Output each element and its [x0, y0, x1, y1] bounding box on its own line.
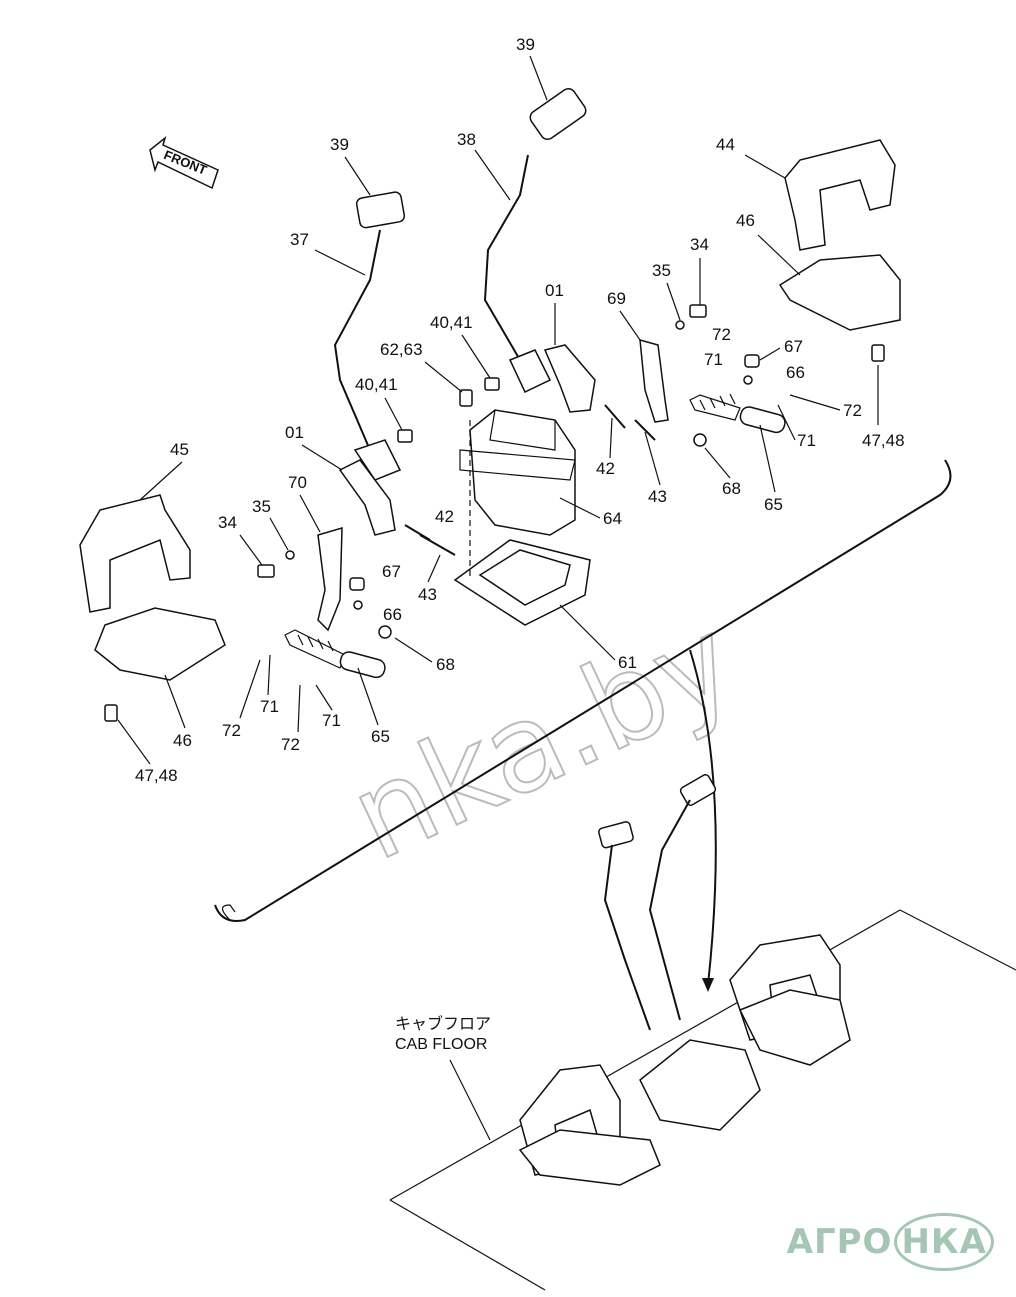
lever-left	[333, 191, 406, 481]
callout-71: 71	[797, 431, 816, 450]
callout-39: 39	[516, 35, 535, 54]
callout-47-48: 47,48	[135, 766, 178, 785]
front-arrow-icon: FRONT	[149, 135, 219, 190]
console-left	[79, 494, 226, 681]
console-right	[778, 139, 901, 331]
callout-72: 72	[222, 721, 241, 740]
pilot-valve	[459, 409, 576, 536]
callout-44: 44	[716, 135, 735, 154]
callout-40-41: 40,41	[355, 375, 398, 394]
callout-39: 39	[330, 135, 349, 154]
callout-43: 43	[648, 487, 667, 506]
callout-69: 69	[607, 289, 626, 308]
callout-68: 68	[436, 655, 455, 674]
bracket-01-right	[543, 344, 596, 413]
callout-71: 71	[322, 711, 341, 730]
bracket-69	[639, 338, 669, 423]
callout-34: 34	[218, 513, 237, 532]
callout-71: 71	[704, 350, 723, 369]
logo-circle: НКА	[894, 1213, 994, 1271]
callout-35: 35	[252, 497, 271, 516]
boot-plate-opening	[478, 549, 571, 606]
callout-66: 66	[383, 605, 402, 624]
callout-01: 01	[545, 281, 564, 300]
callout-38: 38	[457, 130, 476, 149]
callout-42: 42	[596, 459, 615, 478]
callout-67: 67	[784, 337, 803, 356]
fasteners	[104, 304, 885, 722]
callout-65: 65	[764, 495, 783, 514]
callout-46: 46	[173, 731, 192, 750]
lever-right	[483, 87, 587, 394]
callout-68: 68	[722, 479, 741, 498]
logo-text-left: АГРО	[786, 1222, 893, 1262]
callout-47-48: 47,48	[862, 431, 905, 450]
callout-01: 01	[285, 423, 304, 442]
callout-40-41: 40,41	[430, 313, 473, 332]
assembly-arrow	[689, 649, 717, 986]
callout-45: 45	[170, 440, 189, 459]
watermark: nka.by	[331, 592, 754, 888]
callout-35: 35	[652, 261, 671, 280]
callouts: 39 39 38 37 44 46 34 35 01 69 40,41 62,6…	[117, 35, 905, 785]
boundary-corner	[221, 904, 236, 921]
callout-72: 72	[843, 401, 862, 420]
callout-71: 71	[260, 697, 279, 716]
exploded-view-boundary	[214, 459, 952, 922]
cab-floor-label-jp: キャブフロア	[395, 1016, 492, 1033]
callout-67: 67	[382, 562, 401, 581]
callout-42: 42	[435, 507, 454, 526]
bracket-70	[317, 526, 343, 632]
assembled-view	[389, 774, 1016, 1291]
callout-37: 37	[290, 230, 309, 249]
callout-65: 65	[371, 727, 390, 746]
spring-linkage-left	[284, 629, 386, 679]
logo-text-right: НКА	[901, 1222, 987, 1262]
callout-72: 72	[712, 325, 731, 344]
spring-linkage-right	[689, 393, 786, 434]
callout-70: 70	[288, 473, 307, 492]
callout-43: 43	[418, 585, 437, 604]
callout-61: 61	[618, 653, 637, 672]
cab-floor-label-en: CAB FLOOR	[395, 1036, 488, 1053]
callout-34: 34	[690, 235, 709, 254]
callout-64: 64	[603, 509, 622, 528]
callout-46: 46	[736, 211, 755, 230]
arrow-head-icon	[702, 978, 714, 992]
callout-72: 72	[281, 735, 300, 754]
callout-62-63: 62,63	[380, 340, 423, 359]
callout-66: 66	[786, 363, 805, 382]
cab-floor-label: キャブフロア CAB FLOOR	[395, 1015, 491, 1055]
bracket-01-left	[338, 459, 396, 536]
